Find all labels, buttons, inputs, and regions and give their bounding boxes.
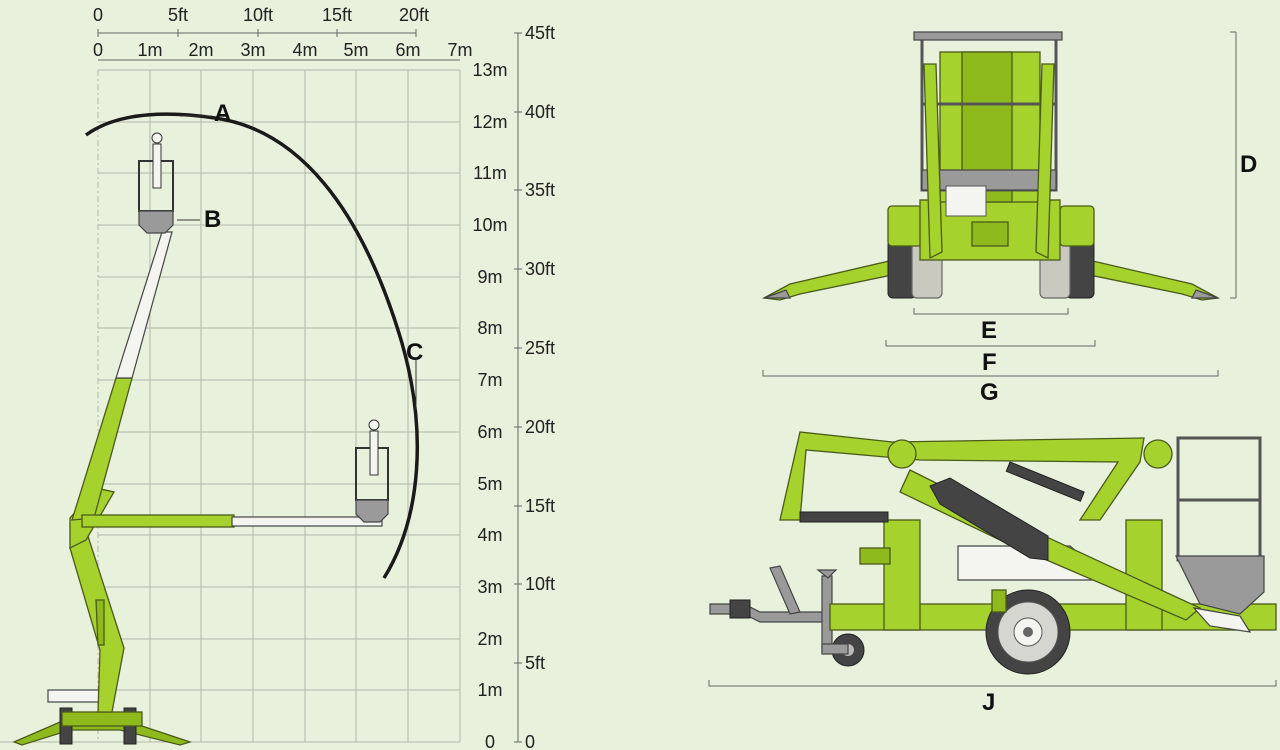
feet-right-label: 25ft [525,338,555,358]
feet-top-label: 10ft [243,5,273,25]
meter-top-label: 1m [137,40,162,60]
feet-top-label: 5ft [168,5,188,25]
meter-right-label: 1m [477,680,502,700]
top-meter-axis: 0 1m 2m 3m 4m 5m 6m 7m [93,40,473,61]
meter-right-label: 7m [477,370,502,390]
label-A: A [214,100,231,127]
feet-right-label: 15ft [525,496,555,516]
feet-right-label: 5ft [525,653,545,673]
meter-right-label: 2m [477,629,502,649]
meter-top-label: 2m [188,40,213,60]
meter-right-label: 4m [477,525,502,545]
label-B: B [204,206,221,233]
meter-right-label: 0 [485,732,495,750]
meter-top-label: 3m [240,40,265,60]
meter-right-label: 9m [477,267,502,287]
meter-right-label: 3m [477,577,502,597]
label-J: J [982,689,995,716]
meter-top-label: 5m [343,40,368,60]
feet-right-label: 45ft [525,23,555,43]
working-envelope-curve [84,112,420,579]
feet-top-label: 0 [93,5,103,25]
feet-top-label: 20ft [399,5,429,25]
feet-right-label: 35ft [525,180,555,200]
meter-right-label: 10m [472,215,507,235]
top-feet-axis: 0 5ft 10ft 15ft 20ft [93,5,429,37]
chart-grid [0,69,461,743]
working-range-chart: 0 5ft 10ft 15ft 20ft 0 1m 2m 3m 4m 5m 6m… [0,5,555,750]
feet-right-label: 20ft [525,417,555,437]
transport-side-view: J [708,431,1277,716]
label-G: G [980,379,999,406]
meter-right-label: 13m [472,60,507,80]
feet-right-label: 30ft [525,259,555,279]
feet-right-label: 40ft [525,102,555,122]
lift-side-profile [12,132,389,746]
meter-right-label: 12m [472,112,507,132]
meter-right-label: 11m [473,163,507,183]
label-D: D [1240,151,1257,178]
right-feet-axis: 0 5ft 10ft 15ft 20ft 25ft 30ft 35ft 40ft… [514,23,555,750]
feet-right-label: 0 [525,732,535,750]
label-C: C [406,339,423,366]
meter-top-label: 0 [93,40,103,60]
meter-top-label: 4m [292,40,317,60]
label-E: E [981,317,997,344]
meter-right-label: 6m [477,422,502,442]
meter-top-label: 6m [395,40,420,60]
meter-top-label: 7m [447,40,472,60]
feet-right-label: 10ft [525,574,555,594]
label-F: F [982,349,997,376]
meter-right-label: 8m [477,318,502,338]
meter-right-label: 5m [477,474,502,494]
right-meter-axis: 0 1m 2m 3m 4m 5m 6m 7m 8m 9m 10m 11m 12m… [472,60,507,750]
front-view: D E F G [761,31,1257,406]
feet-top-label: 15ft [322,5,352,25]
